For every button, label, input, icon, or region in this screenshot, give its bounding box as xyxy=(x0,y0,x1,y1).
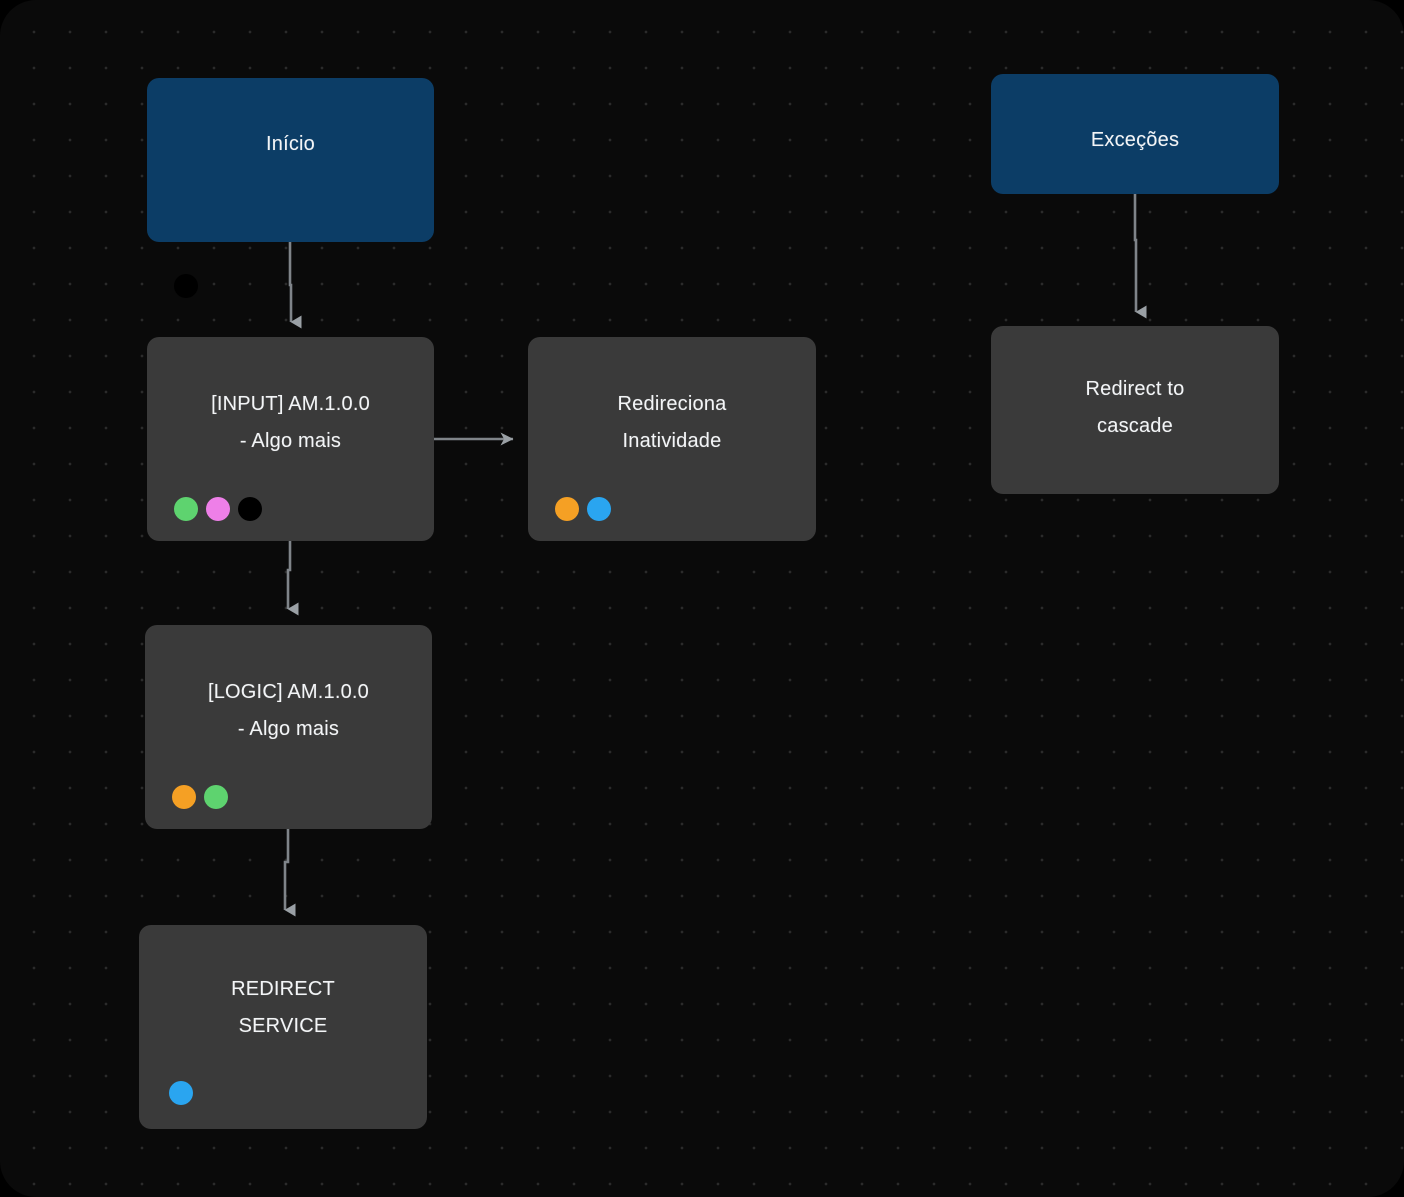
node-redireciona-inatividade[interactable]: Redireciona Inatividade xyxy=(528,337,816,541)
badge-dot-blue[interactable] xyxy=(169,1081,193,1105)
node-inicio[interactable]: Início xyxy=(147,78,434,298)
node-redirect-service-label: REDIRECT SERVICE xyxy=(231,978,335,1037)
node-redireciona-label: Redireciona Inatividade xyxy=(617,393,727,452)
badge-dot-black[interactable] xyxy=(174,274,198,298)
edge-logic-to-redirect-service xyxy=(283,829,296,917)
edge-excecoes-to-cascade xyxy=(1133,194,1147,319)
node-redirect-to-cascade[interactable]: Redirect to cascade xyxy=(991,326,1279,494)
node-redirect-service-badges xyxy=(169,1081,193,1105)
node-logic-am-1-0-0[interactable]: [LOGIC] AM.1.0.0 - Algo mais xyxy=(145,625,432,829)
node-inicio-badges xyxy=(174,274,198,298)
node-input-badges xyxy=(174,497,262,521)
node-redirect-service[interactable]: REDIRECT SERVICE xyxy=(139,925,427,1129)
node-logic-badges xyxy=(172,785,228,809)
badge-dot-green[interactable] xyxy=(174,497,198,521)
node-cascade-label: Redirect to cascade xyxy=(1085,378,1185,437)
badge-dot-green[interactable] xyxy=(204,785,228,809)
node-logic-label: [LOGIC] AM.1.0.0 - Algo mais xyxy=(207,681,370,740)
badge-dot-pink[interactable] xyxy=(206,497,230,521)
badge-dot-orange[interactable] xyxy=(555,497,579,521)
badge-dot-black[interactable] xyxy=(238,497,262,521)
edge-inicio-to-input xyxy=(288,242,302,329)
node-inicio-label: Início xyxy=(265,133,315,155)
node-input-am-1-0-0[interactable]: [INPUT] AM.1.0.0 - Algo mais xyxy=(147,337,434,541)
node-excecoes-label: Exceções xyxy=(1090,129,1180,151)
edge-input-to-logic xyxy=(286,541,299,616)
badge-dot-blue[interactable] xyxy=(587,497,611,521)
node-excecoes[interactable]: Exceções xyxy=(991,74,1279,194)
node-input-label: [INPUT] AM.1.0.0 - Algo mais xyxy=(211,393,370,452)
node-redireciona-badges xyxy=(555,497,611,521)
badge-dot-orange[interactable] xyxy=(172,785,196,809)
